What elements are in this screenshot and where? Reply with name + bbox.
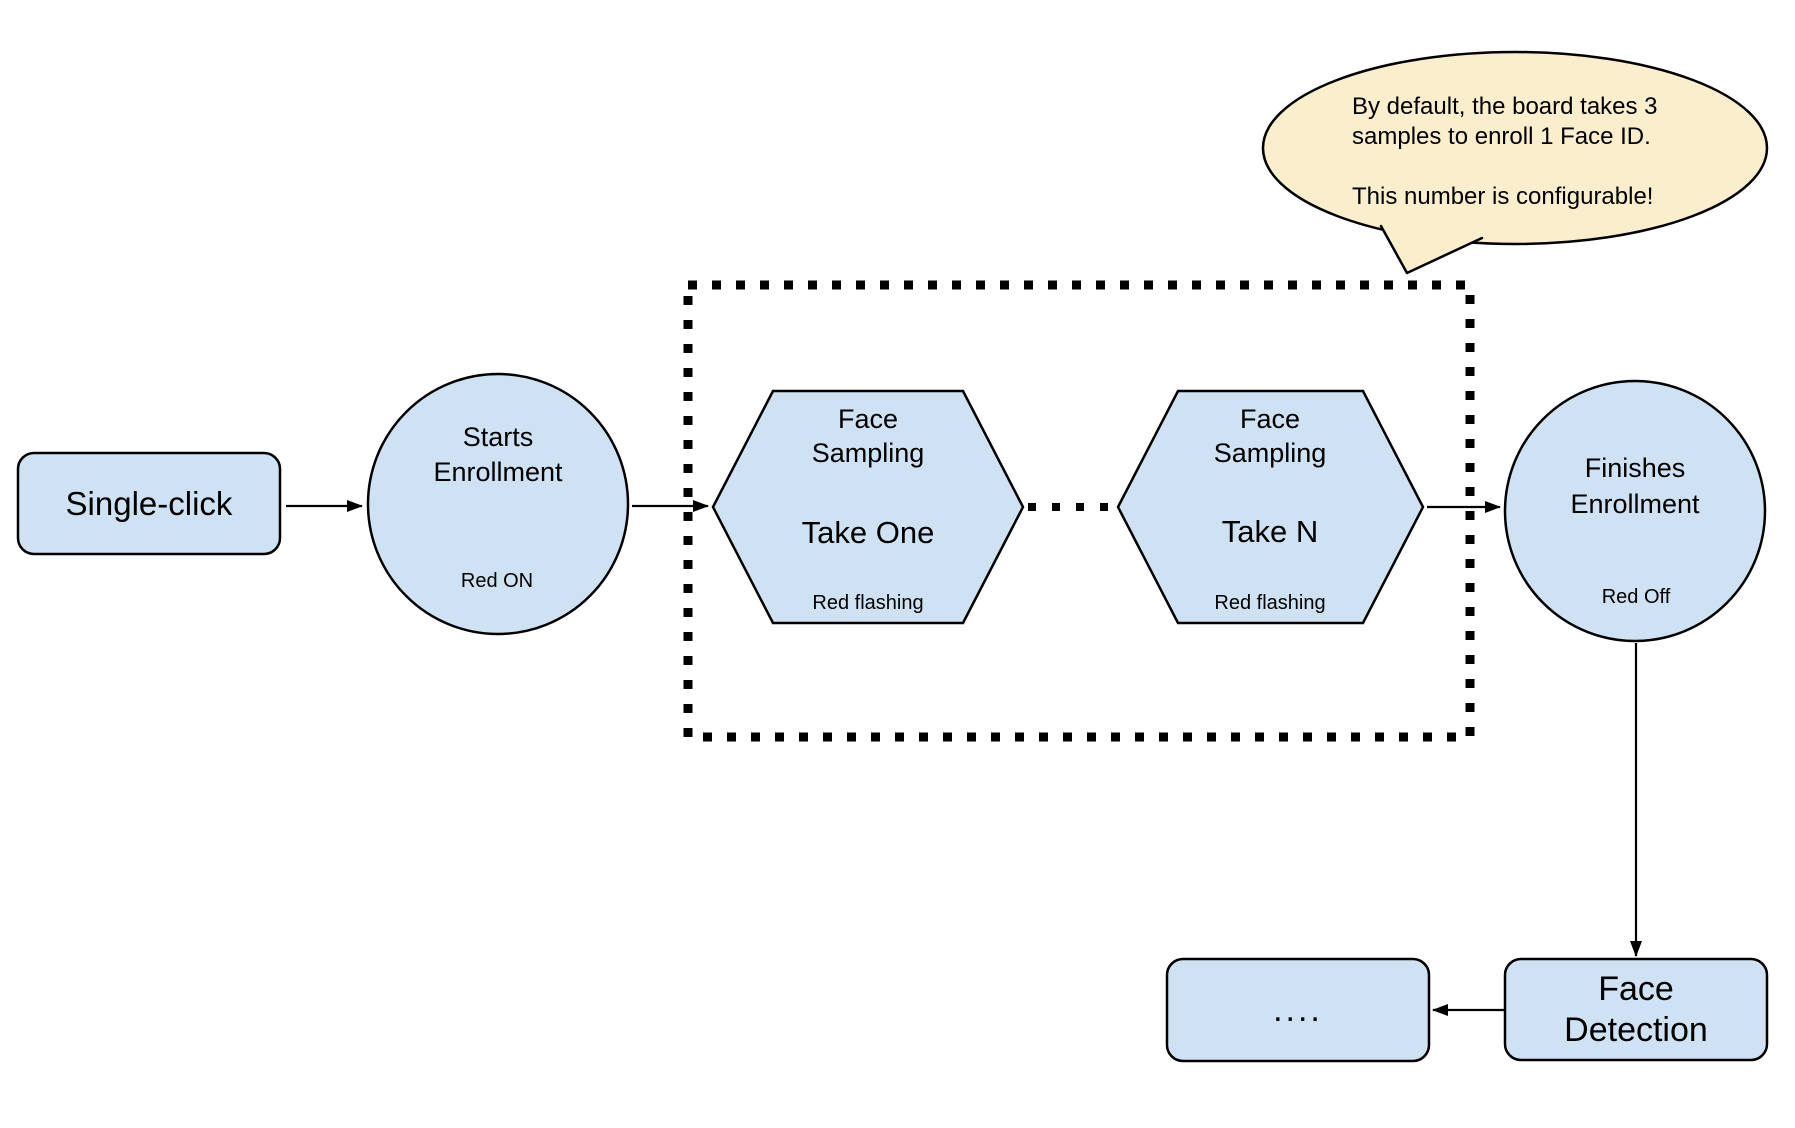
finishes-enrollment-title: Finishes Enrollment: [1570, 450, 1699, 522]
face-sampling-one-status: Red flashing: [812, 592, 924, 614]
face-sampling-one-step: Take One: [801, 515, 935, 550]
face-sampling-one-title: Face Sampling: [812, 402, 925, 470]
callout-line-2: samples to enroll 1 Face ID.: [1352, 123, 1651, 150]
callout-tail-fill: [1381, 226, 1482, 273]
face-sampling-n-title-line2: Sampling: [1213, 438, 1327, 468]
starts-enrollment-title-line1: Starts: [462, 422, 534, 452]
finishes-enrollment-node: [1503, 379, 1767, 643]
face-sampling-one-title-line1: Face: [837, 404, 899, 434]
callout-line-4: This number is configurable!: [1352, 183, 1654, 210]
single-click-node: [16, 451, 282, 556]
face-sampling-n-status: Red flashing: [1214, 592, 1326, 614]
continuation-label: ....: [1273, 990, 1323, 1029]
callout-text: By default, the board takes 3 samples to…: [1352, 92, 1658, 212]
sampling-loop-dashed-box: [683, 280, 1475, 742]
callout-tail-outline: [1379, 224, 1484, 275]
starts-enrollment-status: Red ON: [460, 570, 534, 592]
face-detection-label: Face Detection: [1505, 959, 1767, 1060]
face-sampling-n-title: Face Sampling: [1214, 402, 1327, 470]
face-sampling-n-title-line1: Face: [1239, 404, 1301, 434]
finishes-enrollment-title-line1: Finishes: [1584, 453, 1686, 483]
face-detection-label-line1: Face: [1598, 969, 1674, 1008]
starts-enrollment-title-line2: Enrollment: [433, 457, 563, 487]
face-sampling-one-title-line2: Sampling: [811, 438, 925, 468]
face-detection-label-line2: Detection: [1564, 1010, 1708, 1049]
callout-bubble: [1261, 50, 1769, 246]
face-sampling-n-step: Take N: [1221, 514, 1319, 549]
finishes-enrollment-status: Red Off: [1601, 586, 1671, 608]
callout-line-1: By default, the board takes 3: [1352, 93, 1658, 120]
callout-line-3: [1352, 152, 1658, 182]
starts-enrollment-node: [366, 372, 630, 636]
finishes-enrollment-title-line2: Enrollment: [1570, 489, 1700, 519]
starts-enrollment-title: Starts Enrollment: [433, 420, 562, 490]
face-detection-node: [1503, 957, 1769, 1062]
continuation-node: [1165, 957, 1431, 1063]
face-sampling-n-node: [1116, 389, 1425, 625]
single-click-label: Single-click: [65, 484, 233, 522]
face-sampling-one-node: [711, 389, 1025, 625]
